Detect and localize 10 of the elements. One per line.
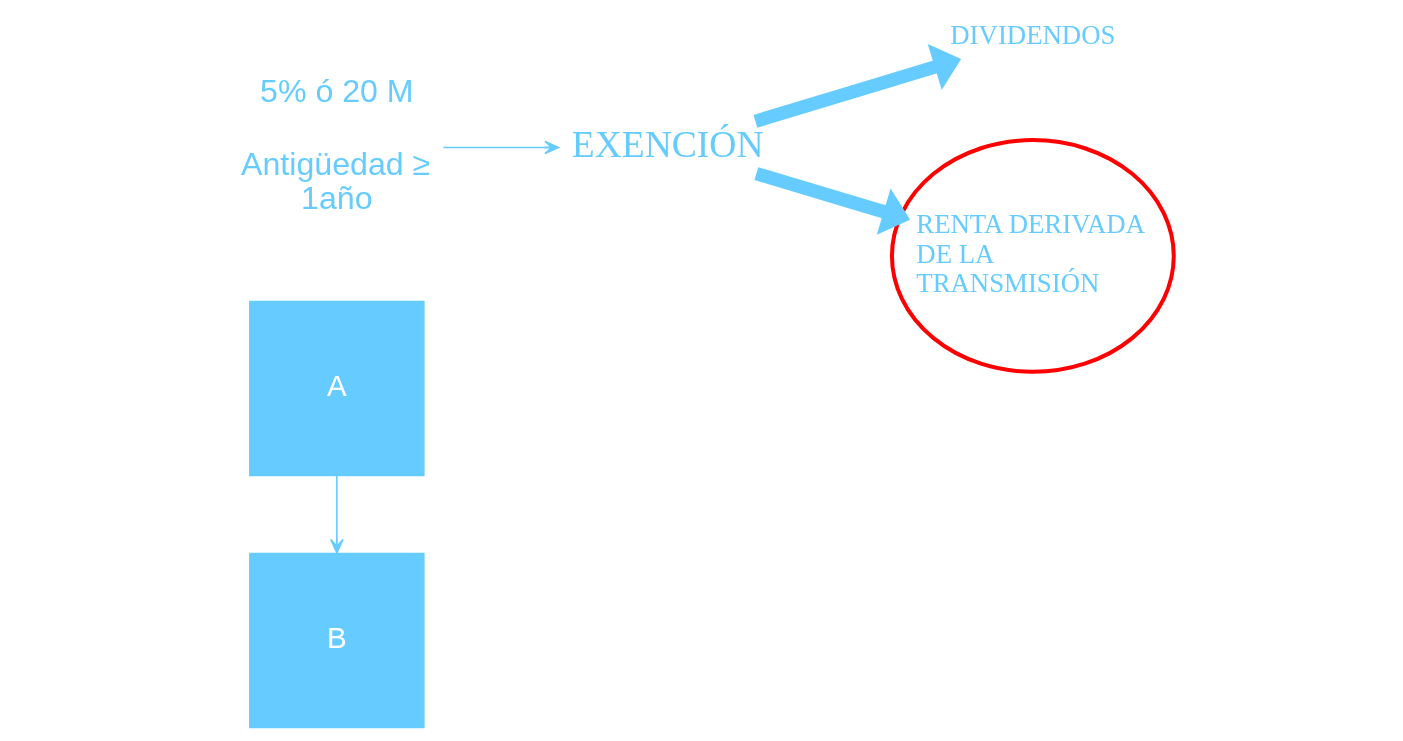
arrow	[752, 43, 961, 128]
node-text: 5% ó 20 M Antigüedad ≥ 1año	[240, 73, 430, 217]
arrow	[753, 167, 910, 235]
node-ellipse: RENTA DERIVADA DE LA TRANSMISIÓN	[889, 138, 1176, 374]
node-text: EXENCIÓN	[571, 123, 764, 165]
arrow	[442, 140, 559, 155]
node-text: DIVIDENDOS	[949, 20, 1115, 51]
node-box: B	[248, 552, 425, 729]
arrow	[329, 475, 344, 554]
node-box: A	[248, 300, 425, 477]
